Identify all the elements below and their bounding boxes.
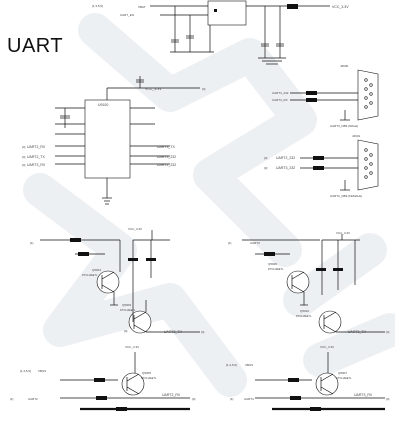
svg-text:UART3_RX: UART3_RX <box>27 163 46 167</box>
svg-text:UART3_TX: UART3_TX <box>157 145 175 149</box>
svg-text:J2600: J2600 <box>340 64 349 68</box>
svg-text:UART2_RX: UART2_RX <box>27 145 46 149</box>
svg-text:[1,4,5,6]: [1,4,5,6] <box>226 363 237 367</box>
svg-text:Q5005: Q5005 <box>142 371 151 375</box>
svg-text:Q5010: Q5010 <box>300 309 309 313</box>
svg-text:UART3_DB9 (MALE): UART3_DB9 (MALE) <box>330 124 358 128</box>
svg-text:UART3_TX: UART3_TX <box>348 330 366 334</box>
level-shifter-right: [1] UART3 Q5006 DTC114EETL Q5010 DTC114E… <box>228 234 390 334</box>
svg-text:[4]: [4] <box>124 329 128 333</box>
svg-text:UART2_TX: UART2_TX <box>27 155 45 159</box>
svg-text:[1,4,5,6]: [1,4,5,6] <box>20 369 31 373</box>
svg-text:[4]: [4] <box>264 156 268 160</box>
svg-text:UART3: UART3 <box>244 397 254 401</box>
svg-text:DTC114EETL: DTC114EETL <box>336 377 352 380</box>
level-shifter-bottom-left: [1,4,5,6] VBUS Q5005 DTC114EETL [1] UART… <box>10 352 196 411</box>
svg-text:UART3: UART3 <box>250 241 260 245</box>
svg-text:VCC_3.3V: VCC_3.3V <box>320 345 334 349</box>
regulator-block: [1,3,5,6] VBAT UART_EN <box>92 0 330 65</box>
svg-text:UART3_232: UART3_232 <box>272 91 289 95</box>
svg-text:Q5009: Q5009 <box>122 303 131 307</box>
svg-text:VCC_3.3V: VCC_3.3V <box>125 345 139 349</box>
svg-text:UART_EN: UART_EN <box>120 13 134 17</box>
svg-text:UART3_RX: UART3_RX <box>354 393 373 397</box>
watermark-logo <box>23 13 395 397</box>
svg-text:VCC_3.3V: VCC_3.3V <box>336 231 350 235</box>
svg-text:[4]: [4] <box>22 155 26 159</box>
sheet-title: UART <box>7 35 64 57</box>
svg-text:UART2_232: UART2_232 <box>157 163 176 167</box>
svg-text:UART2: UART2 <box>28 397 38 401</box>
svg-text:VBAT: VBAT <box>138 5 146 9</box>
svg-text:Q5004: Q5004 <box>92 268 101 272</box>
svg-text:[4]: [4] <box>386 330 390 334</box>
svg-text:UART2_232: UART2_232 <box>276 156 295 160</box>
svg-text:[4]: [4] <box>22 145 26 149</box>
svg-text:VCC_3.3V: VCC_3.3V <box>145 87 162 91</box>
svg-text:[4]: [4] <box>386 397 390 401</box>
svg-text:[1]: [1] <box>228 241 232 245</box>
svg-text:UART2_TX: UART2_TX <box>164 330 182 334</box>
svg-text:UART2_DB9 (FEMALE): UART2_DB9 (FEMALE) <box>330 194 362 198</box>
svg-text:[4]: [4] <box>264 166 268 170</box>
svg-text:UART3_232: UART3_232 <box>157 155 176 159</box>
svg-text:[1,3,5,6]: [1,3,5,6] <box>92 4 103 8</box>
svg-text:[4]: [4] <box>22 163 26 167</box>
svg-text:[4]: [4] <box>202 87 206 91</box>
svg-text:[1]: [1] <box>230 397 234 401</box>
svg-text:VBUS: VBUS <box>38 369 46 373</box>
db9-connector-female: J2601 UART2_DB9 (FEMALE) [4] [4] <box>264 134 379 198</box>
svg-text:UART3_232: UART3_232 <box>276 166 295 170</box>
svg-text:VBUS: VBUS <box>245 363 253 367</box>
db9-connector-male: J2600 UART3_DB9 (MALE) UART3_232 UART3_R… <box>272 64 379 128</box>
svg-text:DTC114EETL: DTC114EETL <box>120 309 136 312</box>
svg-text:[1]: [1] <box>10 397 14 401</box>
transceiver-ic: U9100 [4] [4] [4] [4] <box>22 76 206 205</box>
svg-text:VCC_3.3V: VCC_3.3V <box>332 5 349 9</box>
svg-text:[1]: [1] <box>30 241 34 245</box>
svg-text:[4]: [4] <box>192 397 196 401</box>
svg-text:DTC114EETL: DTC114EETL <box>296 315 312 318</box>
svg-text:DTC114EETL: DTC114EETL <box>141 377 157 380</box>
svg-text:UART3_RX: UART3_RX <box>272 98 288 102</box>
svg-text:DTC114EETL: DTC114EETL <box>268 268 284 271</box>
svg-text:Q5006: Q5006 <box>268 262 277 266</box>
level-shifter-bottom-right: [1,4,5,6] VBUS Q5007 DTC114EETL [1] UART… <box>226 352 390 411</box>
svg-text:DTC114EETL: DTC114EETL <box>82 274 98 277</box>
svg-text:J2601: J2601 <box>352 134 361 138</box>
level-shifter-left: [1] Q5004 DTC114EETL Q5009 DTC114EETL [4… <box>30 230 205 334</box>
svg-text:U9100: U9100 <box>98 103 108 107</box>
svg-text:Q5007: Q5007 <box>338 371 347 375</box>
svg-text:VCC_3.3V: VCC_3.3V <box>128 227 142 231</box>
svg-text:UART2_RX: UART2_RX <box>162 393 181 397</box>
svg-text:[4]: [4] <box>201 330 205 334</box>
